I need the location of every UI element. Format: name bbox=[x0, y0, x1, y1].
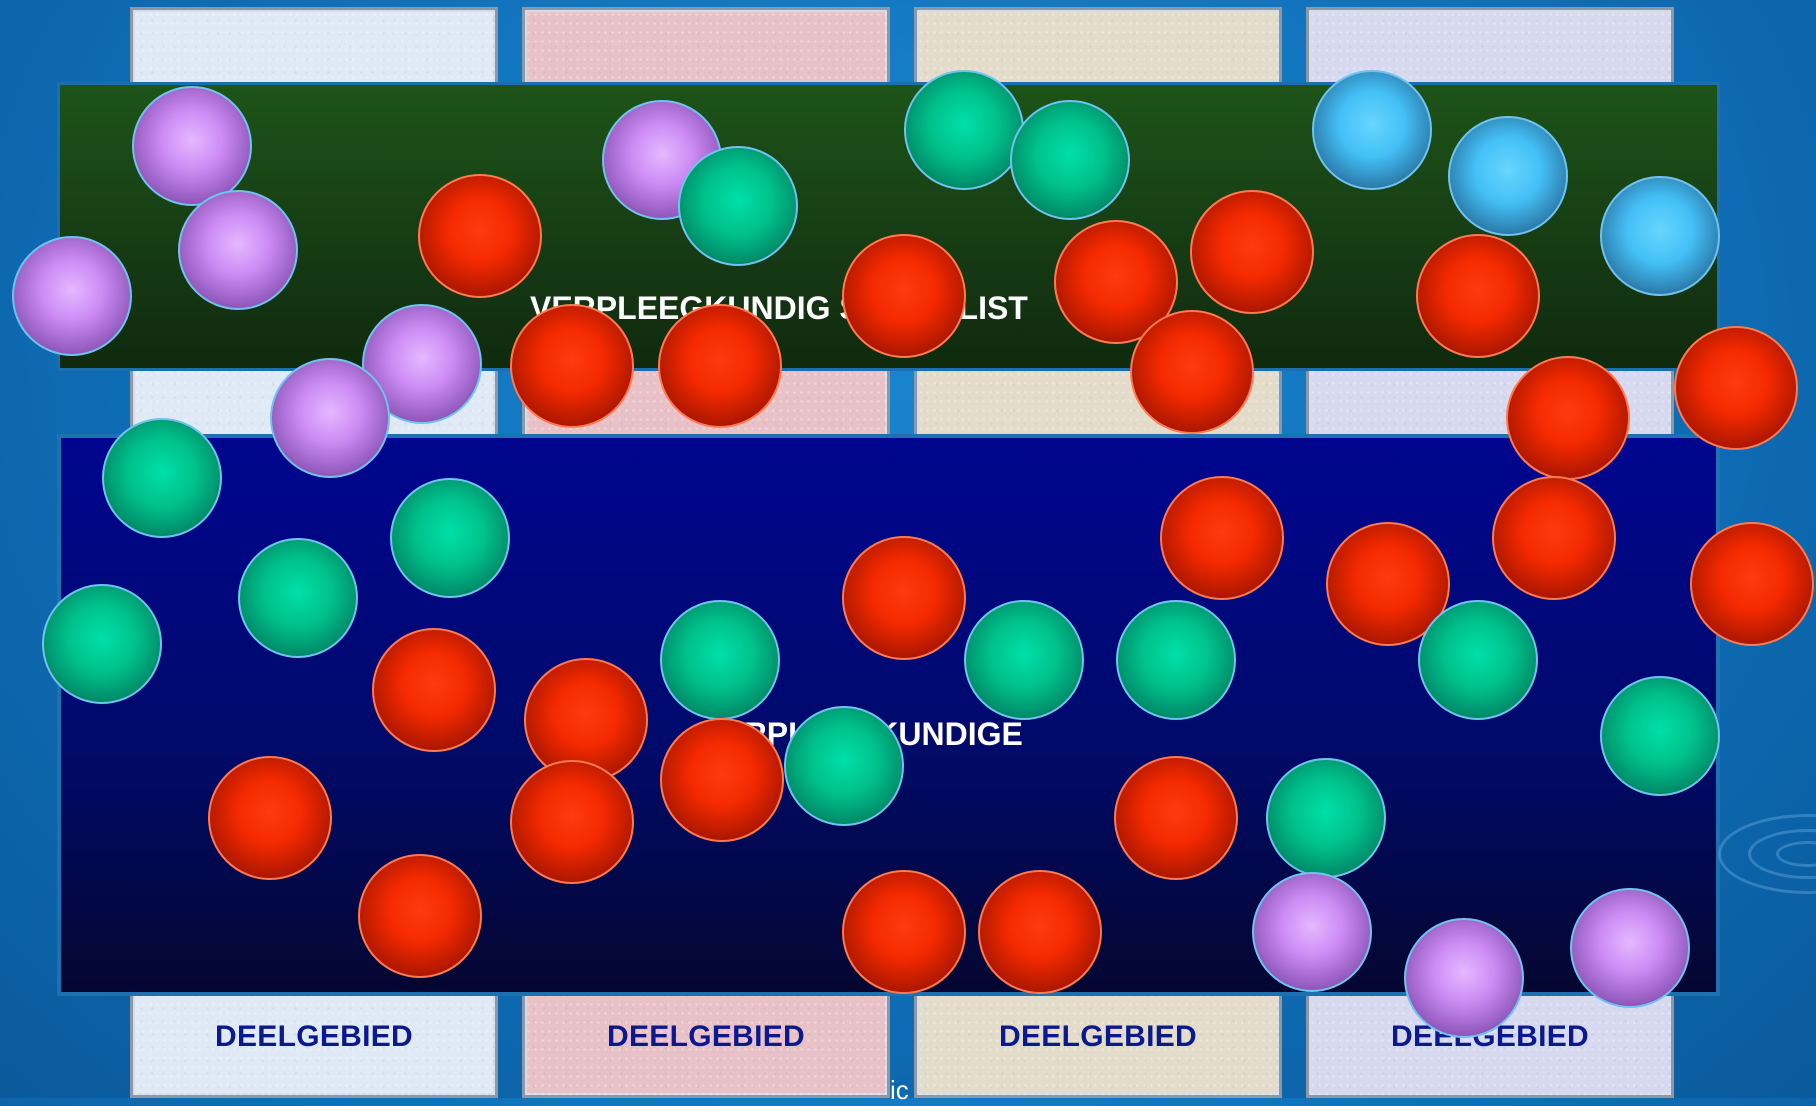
red-sphere bbox=[1674, 326, 1798, 450]
deelgebied-label-3: DEELGEBIED bbox=[917, 1020, 1279, 1054]
red-sphere bbox=[208, 756, 332, 880]
red-sphere bbox=[372, 628, 496, 752]
teal-sphere bbox=[1600, 676, 1720, 796]
teal-sphere bbox=[102, 418, 222, 538]
purple-sphere bbox=[12, 236, 132, 356]
red-sphere bbox=[660, 718, 784, 842]
red-sphere bbox=[658, 304, 782, 428]
teal-sphere bbox=[1418, 600, 1538, 720]
red-sphere bbox=[978, 870, 1102, 994]
sky-sphere bbox=[1448, 116, 1568, 236]
teal-sphere bbox=[678, 146, 798, 266]
purple-sphere bbox=[1252, 872, 1372, 992]
sky-sphere bbox=[1600, 176, 1720, 296]
purple-sphere bbox=[132, 86, 252, 206]
purple-sphere bbox=[1404, 918, 1524, 1038]
teal-sphere bbox=[784, 706, 904, 826]
red-sphere bbox=[842, 536, 966, 660]
teal-sphere bbox=[904, 70, 1024, 190]
red-sphere bbox=[418, 174, 542, 298]
red-sphere bbox=[510, 304, 634, 428]
teal-sphere bbox=[238, 538, 358, 658]
sky-sphere bbox=[1312, 70, 1432, 190]
red-sphere bbox=[842, 870, 966, 994]
red-sphere bbox=[1130, 310, 1254, 434]
teal-sphere bbox=[964, 600, 1084, 720]
red-sphere bbox=[1114, 756, 1238, 880]
teal-sphere bbox=[660, 600, 780, 720]
teal-sphere bbox=[390, 478, 510, 598]
red-sphere bbox=[1160, 476, 1284, 600]
teal-sphere bbox=[1010, 100, 1130, 220]
red-sphere bbox=[1416, 234, 1540, 358]
teal-sphere bbox=[1116, 600, 1236, 720]
red-sphere bbox=[1690, 522, 1814, 646]
red-sphere bbox=[358, 854, 482, 978]
deelgebied-label-2: DEELGEBIED bbox=[525, 1020, 887, 1054]
purple-sphere bbox=[1570, 888, 1690, 1008]
purple-sphere bbox=[270, 358, 390, 478]
red-sphere bbox=[842, 234, 966, 358]
red-sphere bbox=[1492, 476, 1616, 600]
red-sphere bbox=[510, 760, 634, 884]
bottom-text-fragment: ic bbox=[890, 1075, 909, 1106]
teal-sphere bbox=[42, 584, 162, 704]
deelgebied-label-1: DEELGEBIED bbox=[133, 1020, 495, 1054]
red-sphere bbox=[1506, 356, 1630, 480]
purple-sphere bbox=[178, 190, 298, 310]
teal-sphere bbox=[1266, 758, 1386, 878]
red-sphere bbox=[1190, 190, 1314, 314]
